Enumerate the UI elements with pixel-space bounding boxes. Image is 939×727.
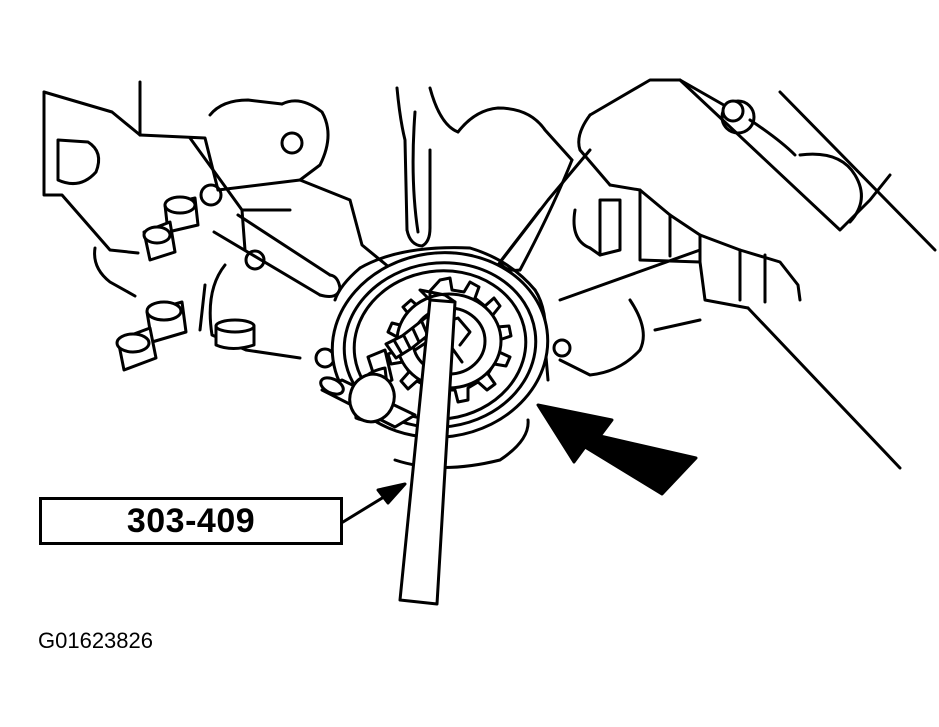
stud-bolts <box>115 195 200 372</box>
engine-front-cover-outline <box>42 78 937 470</box>
tool-number-label: 303-409 <box>39 497 343 545</box>
tool-number-text: 303-409 <box>126 501 256 540</box>
seal-remover-tool <box>319 288 457 606</box>
figure-id: G01623826 <box>38 628 153 653</box>
location-arrow <box>536 403 698 496</box>
tool-leader-arrow <box>341 482 407 524</box>
